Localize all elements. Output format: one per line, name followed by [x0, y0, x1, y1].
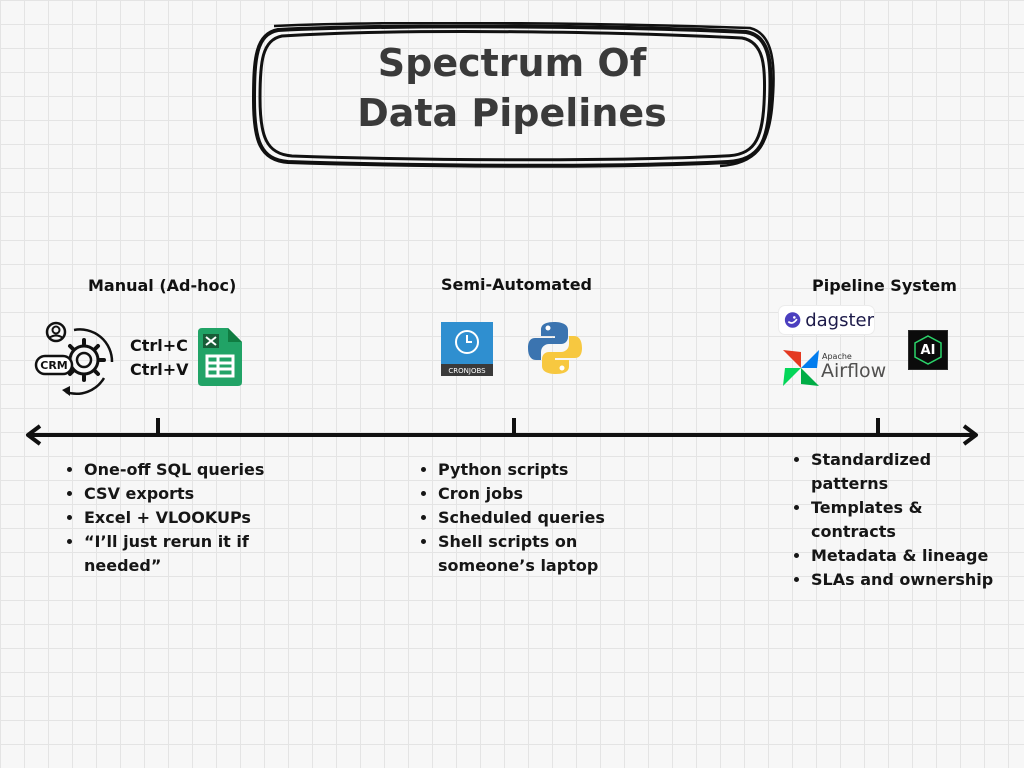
cronjobs-icon: CRONJOBS [441, 322, 493, 376]
list-item: Metadata & lineage [811, 544, 1011, 568]
list-item: One-off SQL queries [84, 458, 294, 482]
title-line-2: Data Pipelines [357, 91, 667, 135]
crm-text: CRM [40, 359, 68, 372]
semi-automated-bullet-list: Python scripts Cron jobs Scheduled queri… [416, 458, 628, 578]
list-item: SLAs and ownership [811, 568, 1011, 592]
list-item: Excel + VLOOKUPs [84, 506, 294, 530]
list-item: Standardized patterns [811, 448, 1011, 496]
title-frame [251, 22, 775, 168]
airflow-text: Airflow [821, 360, 887, 382]
google-sheets-icon [198, 328, 242, 386]
airflow-pinwheel-icon [783, 350, 819, 386]
list-item: Python scripts [438, 458, 628, 482]
pipeline-system-bullet-list: Standardized patterns Templates & contra… [789, 448, 1011, 592]
stage-label-manual: Manual (Ad-hoc) [88, 276, 237, 295]
dagster-logo-icon: dagster [779, 306, 874, 334]
list-item: “I’ll just rerun it if needed” [84, 530, 294, 578]
spectrum-axis [26, 418, 978, 446]
cronjobs-text: CRONJOBS [448, 367, 486, 375]
list-item: Shell scripts on someone’s laptop [438, 530, 628, 578]
list-item: CSV exports [84, 482, 294, 506]
list-item: Scheduled queries [438, 506, 628, 530]
ai-logo-icon: AI [908, 330, 948, 370]
manual-bullet-list: One-off SQL queries CSV exports Excel + … [62, 458, 294, 578]
title-line-1: Spectrum Of [377, 41, 647, 85]
dagster-text: dagster [805, 309, 874, 331]
list-item: Templates & contracts [811, 496, 1011, 544]
crm-gear-icon: CRM [34, 321, 114, 396]
python-icon [528, 322, 582, 374]
dagster-mark-icon [784, 312, 801, 328]
ai-text: AI [920, 342, 936, 358]
page-title: Spectrum Of Data Pipelines [248, 38, 776, 138]
airflow-apache-text: Apache [822, 352, 852, 361]
ai-hexagon-icon [914, 335, 942, 365]
list-item: Cron jobs [438, 482, 628, 506]
shortcut-paste: Ctrl+V [130, 360, 189, 379]
stage-label-pipeline-system: Pipeline System [812, 276, 957, 295]
shortcut-copy: Ctrl+C [130, 336, 188, 355]
stage-label-semi-automated: Semi-Automated [441, 275, 593, 294]
